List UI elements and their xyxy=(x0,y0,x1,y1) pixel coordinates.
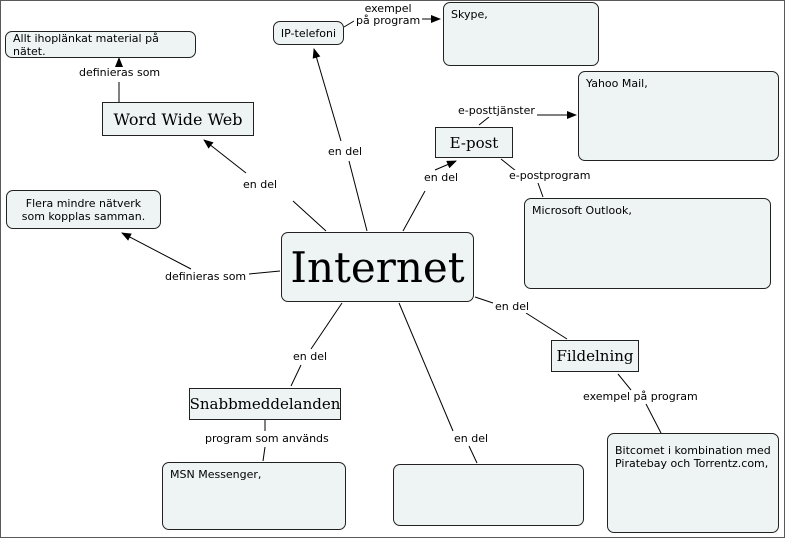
link-label-definieras-som-www: definieras som xyxy=(77,66,163,79)
link-line xyxy=(398,302,454,432)
note-yahoo-text: Yahoo Mail, xyxy=(586,77,648,90)
link-line xyxy=(478,116,490,126)
note-microsoft-outlook[interactable]: Microsoft Outlook, xyxy=(524,198,771,289)
link-line xyxy=(262,446,266,462)
concept-internet[interactable]: Internet xyxy=(281,232,474,302)
concept-epost-label: E-post xyxy=(449,133,499,152)
link-line xyxy=(500,158,517,172)
concept-e-post[interactable]: E-post xyxy=(435,127,513,158)
note-outlook-text: Microsoft Outlook, xyxy=(532,204,632,217)
link-line xyxy=(645,403,662,434)
note-yahoo-mail[interactable]: Yahoo Mail, xyxy=(578,71,779,161)
note-flera-text: Flera mindre nätverk som kopplas samman. xyxy=(21,196,146,223)
link-label-en-del-www: en del xyxy=(241,178,280,191)
link-line xyxy=(474,296,494,304)
concept-fildelning-label: Fildelning xyxy=(556,347,634,365)
link-line xyxy=(343,20,355,28)
note-msn-messenger[interactable]: MSN Messenger, xyxy=(162,462,346,530)
link-line xyxy=(290,364,302,387)
link-line xyxy=(468,445,478,464)
link-arrow xyxy=(434,160,457,171)
link-line xyxy=(248,270,281,275)
link-arrow xyxy=(121,232,192,270)
link-label-definieras-som-internet: definieras som xyxy=(163,270,249,283)
link-line xyxy=(617,373,632,391)
link-line xyxy=(310,302,343,350)
link-label-e-postprogram: e-postprogram xyxy=(507,169,593,182)
concept-ip-label: IP-telefoni xyxy=(280,26,337,40)
note-skype[interactable]: Skype, xyxy=(443,2,599,66)
link-label-en-del-epost: en del xyxy=(422,171,461,184)
note-msn-text: MSN Messenger, xyxy=(170,468,262,481)
concept-snabbmeddelanden[interactable]: Snabbmeddelanden xyxy=(189,388,341,420)
link-line xyxy=(402,190,426,232)
link-arrow xyxy=(203,139,247,174)
link-label-exempel-pa-program-fil: exempel på program xyxy=(581,390,700,403)
link-line xyxy=(292,200,327,232)
link-label-en-del-bottom: en del xyxy=(452,432,491,445)
concept-snabb-label: Snabbmeddelanden xyxy=(189,395,341,413)
link-line xyxy=(348,160,368,232)
link-line xyxy=(537,182,544,198)
concept-ip-telefoni[interactable]: IP-telefoni xyxy=(273,21,344,45)
concept-internet-label: Internet xyxy=(290,242,465,292)
link-label-en-del-snabb: en del xyxy=(291,350,330,363)
note-bitcomet[interactable]: Bitcomet i kombination med Piratebay och… xyxy=(607,433,779,533)
link-label-en-del-ip: en del xyxy=(326,145,365,158)
link-arrow xyxy=(312,48,342,142)
note-bitcomet-text: Bitcomet i kombination med Piratebay och… xyxy=(615,444,771,470)
note-skype-text: Skype, xyxy=(451,8,488,21)
note-allt-ihoplankat[interactable]: Allt ihoplänkat material på nätet. xyxy=(5,31,196,58)
note-allt-text: Allt ihoplänkat material på nätet. xyxy=(13,31,159,58)
link-label-e-posttjanster: e-posttjänster xyxy=(456,104,537,117)
link-line xyxy=(525,312,568,340)
link-label-en-del-fildelning: en del xyxy=(493,300,532,313)
concept-word-wide-web[interactable]: Word Wide Web xyxy=(102,102,254,136)
note-empty[interactable] xyxy=(393,464,584,526)
concept-fildelning[interactable]: Fildelning xyxy=(551,340,639,372)
link-label-exempel-pa-program-ip: exempel på program xyxy=(354,2,423,27)
concept-www-label: Word Wide Web xyxy=(113,109,243,129)
note-flera-natverk[interactable]: Flera mindre nätverk som kopplas samman. xyxy=(6,190,161,229)
link-label-program-som-anvands: program som används xyxy=(203,432,331,445)
